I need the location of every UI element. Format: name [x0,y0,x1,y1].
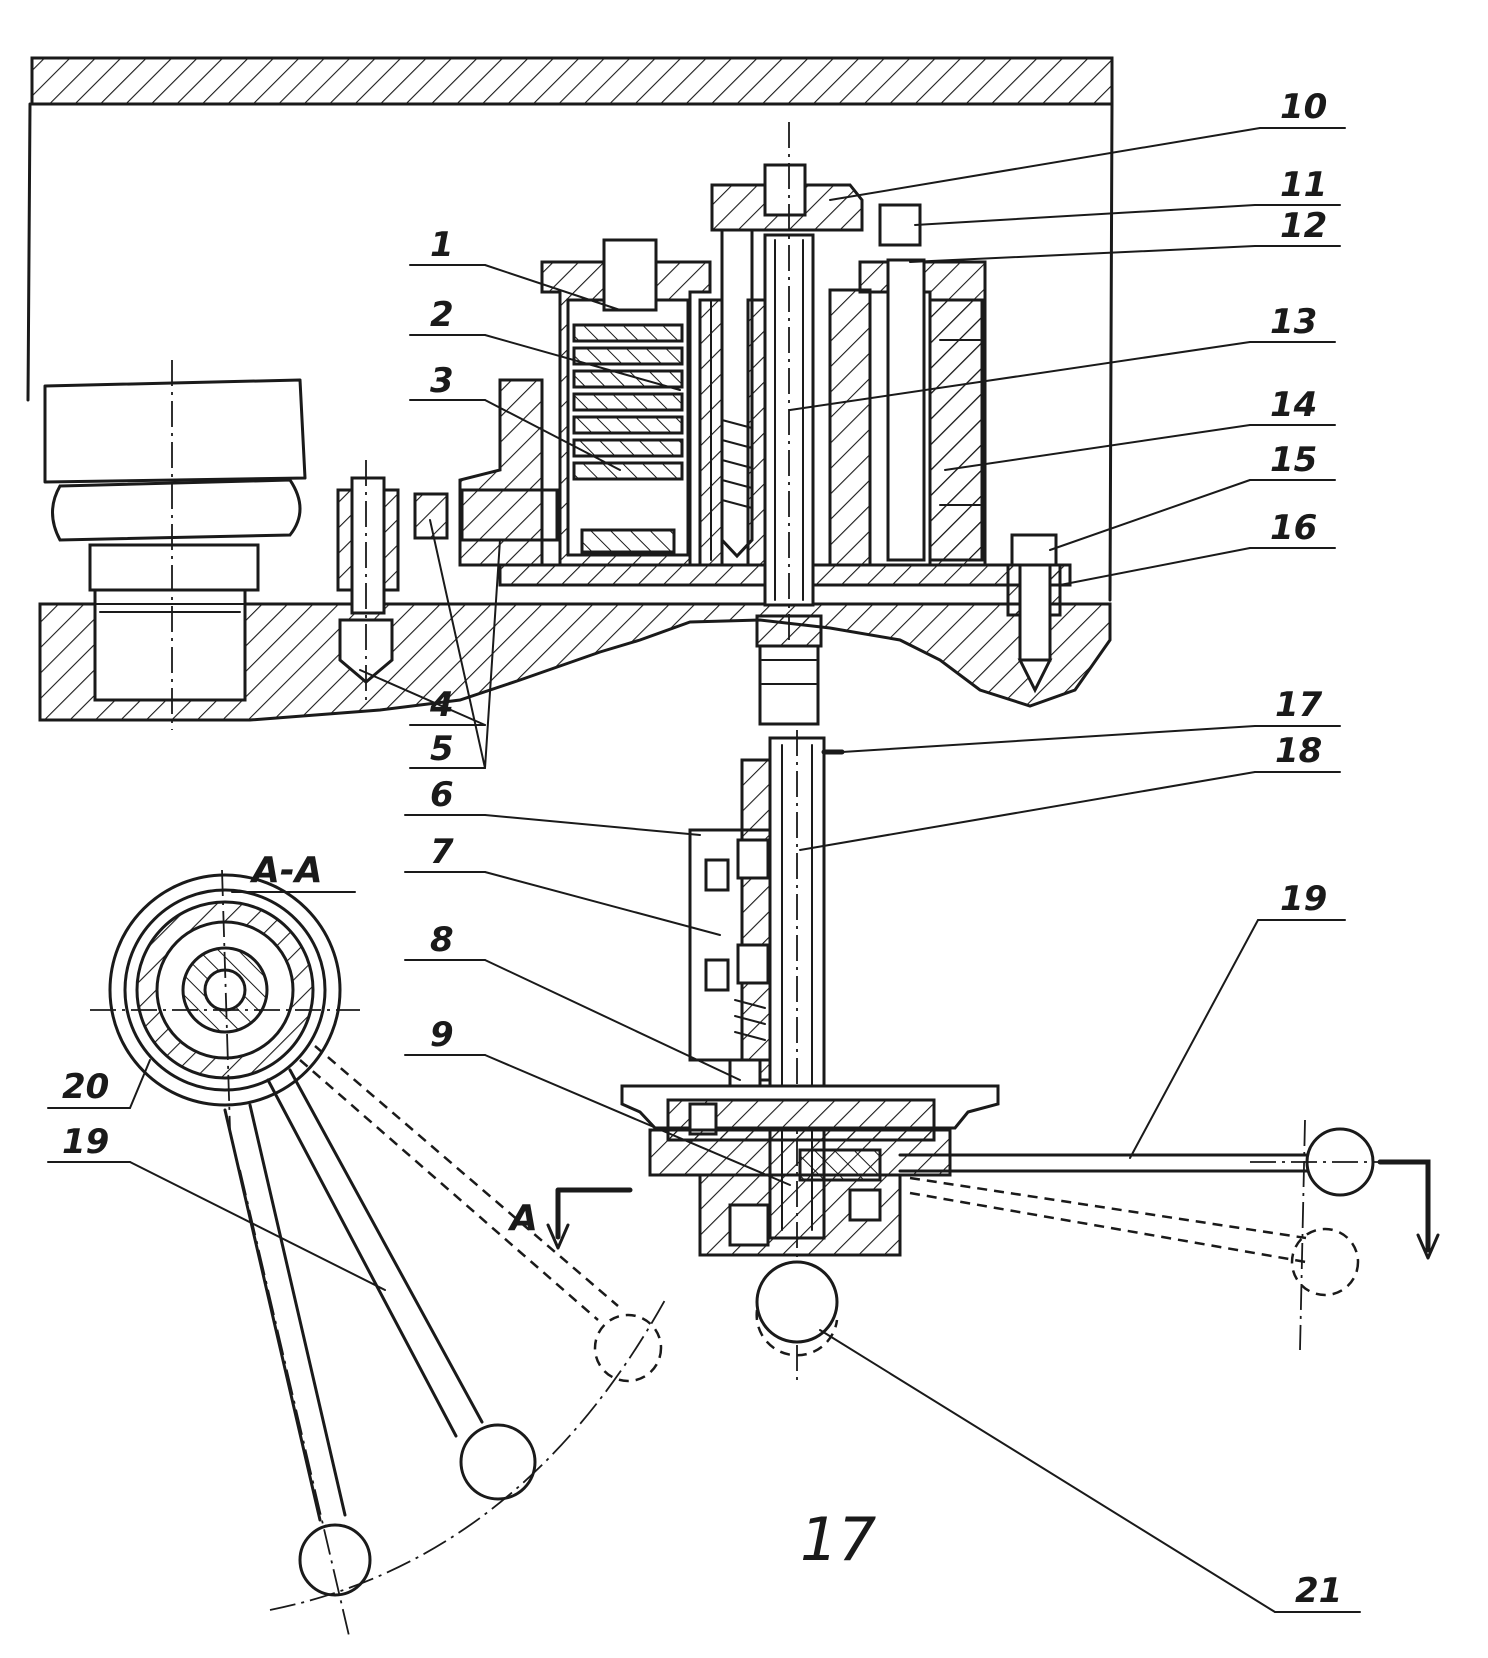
callout-11: 11 [1280,165,1327,205]
section-arrow-right [1377,1159,1440,1260]
callout-9: 9 [430,1015,454,1055]
callout-17: 17 [1275,685,1323,725]
callout-10: 10 [1280,87,1327,127]
callout-1: 1 [430,225,454,265]
callout-20: 20 [62,1067,109,1107]
clamp-screw [1006,533,1062,694]
callout-19-section: 19 [62,1122,109,1162]
leader-lines [47,127,1361,1613]
section-view-a-a [90,869,666,1641]
callout-21: 21 [1295,1571,1342,1611]
callout-12: 12 [1280,206,1327,246]
callout-labels: 1 2 3 4 5 6 7 8 9 10 11 12 13 14 15 16 1… [62,87,1342,1611]
coupling [755,614,823,726]
callout-15: 15 [1270,440,1317,480]
section-arrow-left: А [507,1187,633,1250]
lever-ball-21 [755,1260,839,1357]
lever-right [898,1119,1430,1351]
callout-7: 7 [430,832,454,872]
callout-14: 14 [1270,385,1317,425]
callout-3: 3 [430,361,454,401]
callout-6: 6 [430,775,454,815]
callout-16: 16 [1270,508,1317,548]
handle-hub [620,1084,1000,1257]
callout-8: 8 [430,920,454,960]
section-title: А-А [249,850,323,891]
index-mechanism [688,758,772,1102]
callout-19: 19 [1280,879,1327,919]
callout-2: 2 [430,295,454,335]
callout-4: 4 [429,685,454,725]
upper-table-section [26,56,1114,602]
figure-number: 17 [800,1505,876,1575]
callout-5: 5 [430,729,454,769]
left-chuck [43,360,307,730]
spindle-top [710,122,922,720]
callout-13: 13 [1270,302,1317,342]
section-arrow-letter: А [507,1198,538,1239]
callout-18: 18 [1275,731,1322,771]
